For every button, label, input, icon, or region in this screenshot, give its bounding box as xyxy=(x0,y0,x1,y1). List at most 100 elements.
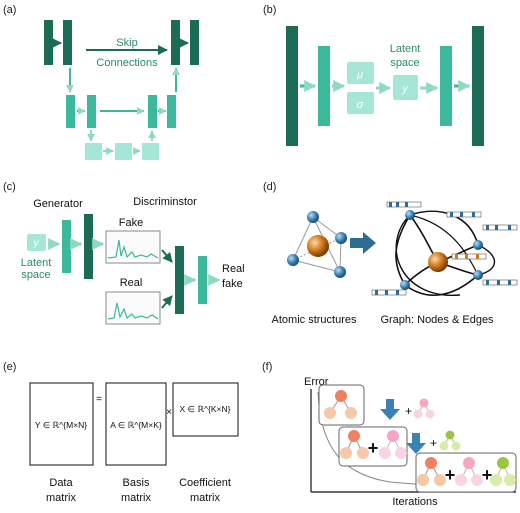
data-matrix-formula: Y ∈ ℝ^{M×N} xyxy=(35,420,87,430)
graph-node xyxy=(473,270,483,280)
panel-c-label: (c) xyxy=(3,181,16,193)
decoder-block-1a xyxy=(171,20,180,65)
tree-green xyxy=(490,457,516,486)
atom-orange xyxy=(307,235,329,257)
real-label: Real xyxy=(120,277,143,289)
coefficient-matrix-formula: X ∈ ℝ^{K×N} xyxy=(180,404,231,414)
output-label-line2: fake xyxy=(222,278,243,290)
coefficient-matrix-caption-2: matrix xyxy=(190,492,220,504)
bond-line xyxy=(292,259,341,273)
graph-node xyxy=(473,240,483,250)
x-axis-label: Iterations xyxy=(392,496,438,508)
latent-y-symbol: y xyxy=(33,238,40,249)
times-sign: × xyxy=(166,407,172,418)
coefficient-matrix-caption-1: Coefficient xyxy=(179,477,231,489)
equals-sign: = xyxy=(96,394,102,405)
tree-pink xyxy=(455,457,483,486)
data-matrix-caption-1: Data xyxy=(49,477,73,489)
encoder-block-2a xyxy=(66,95,75,128)
generator-layer-2 xyxy=(84,214,93,279)
sigma-box xyxy=(347,92,374,114)
basis-matrix-box xyxy=(105,382,167,466)
plus-sign: + xyxy=(368,438,379,458)
tree-orange xyxy=(324,390,357,419)
bottleneck-block-2 xyxy=(115,143,132,160)
latent-label-line1: Latent xyxy=(390,43,421,55)
real-spectrum-box xyxy=(105,291,161,325)
decoder-hidden-layer xyxy=(440,46,452,126)
tree-green-small xyxy=(439,430,461,451)
fake-spectrum-line xyxy=(107,239,159,259)
encoder-block-1a xyxy=(44,20,53,65)
graph-node-center xyxy=(428,252,448,272)
discriminator-layer-1 xyxy=(175,246,184,314)
caption-graph: Graph: Nodes & Edges xyxy=(380,314,494,326)
basis-matrix-caption-1: Basis xyxy=(123,477,150,489)
basis-matrix-caption-2: matrix xyxy=(121,492,151,504)
decoder-block-2a xyxy=(148,95,157,128)
latent-y-symbol: y xyxy=(401,83,409,95)
latent-label-line2: space xyxy=(21,269,50,281)
tree-orange xyxy=(417,457,446,486)
skip-label-line1: Skip xyxy=(116,37,137,49)
basis-matrix-formula: A ∈ ℝ^{M×K} xyxy=(110,420,162,430)
arrow xyxy=(161,295,173,309)
feature-vector xyxy=(482,279,518,286)
atom-blue xyxy=(287,254,299,266)
mu-symbol: μ xyxy=(356,69,363,81)
panel-f-label: (f) xyxy=(262,361,272,373)
latent-label-line1: Latent xyxy=(21,257,52,269)
bond-line xyxy=(292,237,342,261)
plus-sign: + xyxy=(445,465,456,485)
down-arrow xyxy=(380,399,400,420)
decoder-block-2b xyxy=(167,95,176,128)
graph-edge xyxy=(409,214,479,276)
feature-vector xyxy=(386,201,422,208)
latent-y-box xyxy=(393,75,418,100)
panel-d: (d) xyxy=(263,181,518,326)
tree-pink xyxy=(379,430,407,459)
encoder-hidden-layer xyxy=(318,46,330,126)
bottleneck-block-1 xyxy=(85,143,102,160)
panel-d-label: (d) xyxy=(263,181,276,193)
transform-arrow xyxy=(350,232,376,254)
decoder-output-layer xyxy=(472,26,484,146)
graph-edge xyxy=(404,274,479,296)
panel-e: (e) Y ∈ ℝ^{M×N} A ∈ ℝ^{M×K} X ∈ ℝ^{K×N} … xyxy=(3,361,239,504)
latent-label-line2: space xyxy=(390,57,419,69)
discriminator-label: Discriminstor xyxy=(133,196,197,208)
discriminator-layer-2 xyxy=(198,256,207,304)
graph-node xyxy=(400,280,410,290)
generator-label: Generator xyxy=(33,198,83,210)
output-label-line1: Real xyxy=(222,263,245,275)
graph-node xyxy=(405,210,415,220)
fake-spectrum-box xyxy=(105,230,161,264)
graph-edge xyxy=(395,214,461,296)
atom-blue xyxy=(335,232,347,244)
mu-box xyxy=(347,62,374,84)
tree-pink-small xyxy=(413,398,435,419)
panel-e-label: (e) xyxy=(3,361,16,373)
encoder-block-1b xyxy=(63,20,72,65)
bottleneck-block-3 xyxy=(142,143,159,160)
coefficient-matrix-box xyxy=(172,382,239,437)
down-arrow xyxy=(406,433,426,454)
sigma-symbol: σ xyxy=(357,99,364,111)
feature-vector xyxy=(451,253,487,260)
graph-edge xyxy=(395,214,411,286)
feature-vector xyxy=(446,211,482,218)
plus-sign: + xyxy=(482,465,493,485)
bond-line xyxy=(292,216,314,261)
tree-orange xyxy=(340,430,369,459)
encoder-input-layer xyxy=(286,26,298,146)
atom-blue xyxy=(334,266,346,278)
plus-sign: + xyxy=(430,436,437,450)
graph-edge xyxy=(477,244,496,276)
feature-vector xyxy=(371,289,407,296)
data-matrix-box xyxy=(29,382,94,466)
panel-c: (c) Generator Discriminstor y Latent spa… xyxy=(3,181,245,325)
feature-vector xyxy=(482,224,518,231)
panel-a: (a) Skip Connections xyxy=(3,4,199,160)
arrow xyxy=(161,249,173,263)
real-spectrum-line xyxy=(107,302,159,320)
